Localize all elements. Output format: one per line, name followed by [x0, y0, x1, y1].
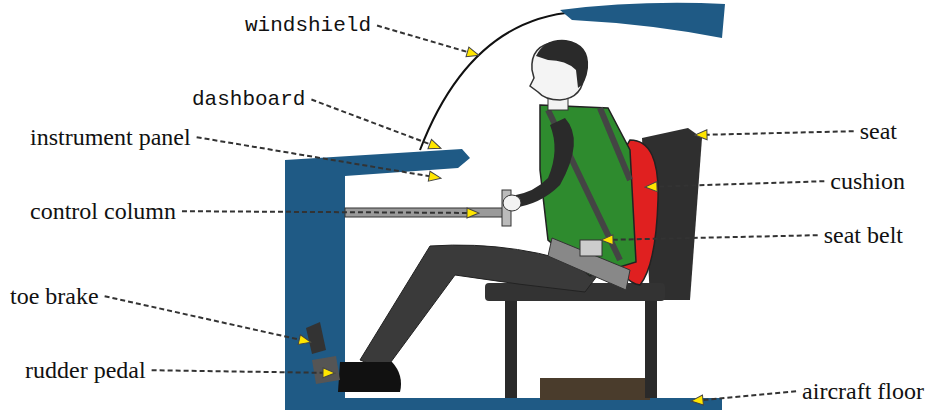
windshield-frame [560, 3, 725, 38]
pilot-arm [512, 118, 574, 208]
leader-line [602, 235, 818, 240]
pilot-shoe [338, 362, 401, 392]
toe-brake-shape [306, 322, 326, 354]
leader-line [696, 131, 854, 135]
part-label: toe brake [10, 283, 99, 309]
seat-base-block [540, 378, 650, 400]
leader-line [197, 137, 440, 178]
leader-line [152, 370, 334, 373]
pilot-legs [360, 245, 600, 370]
seat-belt-shape [548, 238, 630, 290]
pilot-hand [503, 195, 521, 211]
part-label: instrument panel [30, 124, 191, 150]
seat-leg [505, 298, 517, 398]
part-label: cushion [830, 168, 905, 194]
leader-line [105, 296, 310, 342]
leader-line [311, 100, 440, 148]
seat-leg [645, 298, 657, 398]
part-label: seat belt [824, 222, 903, 248]
part-label: control column [30, 198, 176, 224]
leader-line [182, 211, 478, 213]
pilot-hair [536, 40, 588, 88]
leader-line [646, 181, 824, 187]
leader-line [692, 391, 796, 401]
aircraft-floor [285, 398, 722, 410]
rudder-pedal-shape [312, 356, 340, 384]
leader-line [377, 26, 478, 55]
part-label: windshield [245, 14, 371, 37]
belt-buckle [580, 240, 602, 256]
part-label: dashboard [192, 88, 305, 111]
part-label: aircraft floor [802, 378, 924, 404]
part-label: seat [860, 118, 897, 144]
part-label: rudder pedal [25, 357, 146, 383]
